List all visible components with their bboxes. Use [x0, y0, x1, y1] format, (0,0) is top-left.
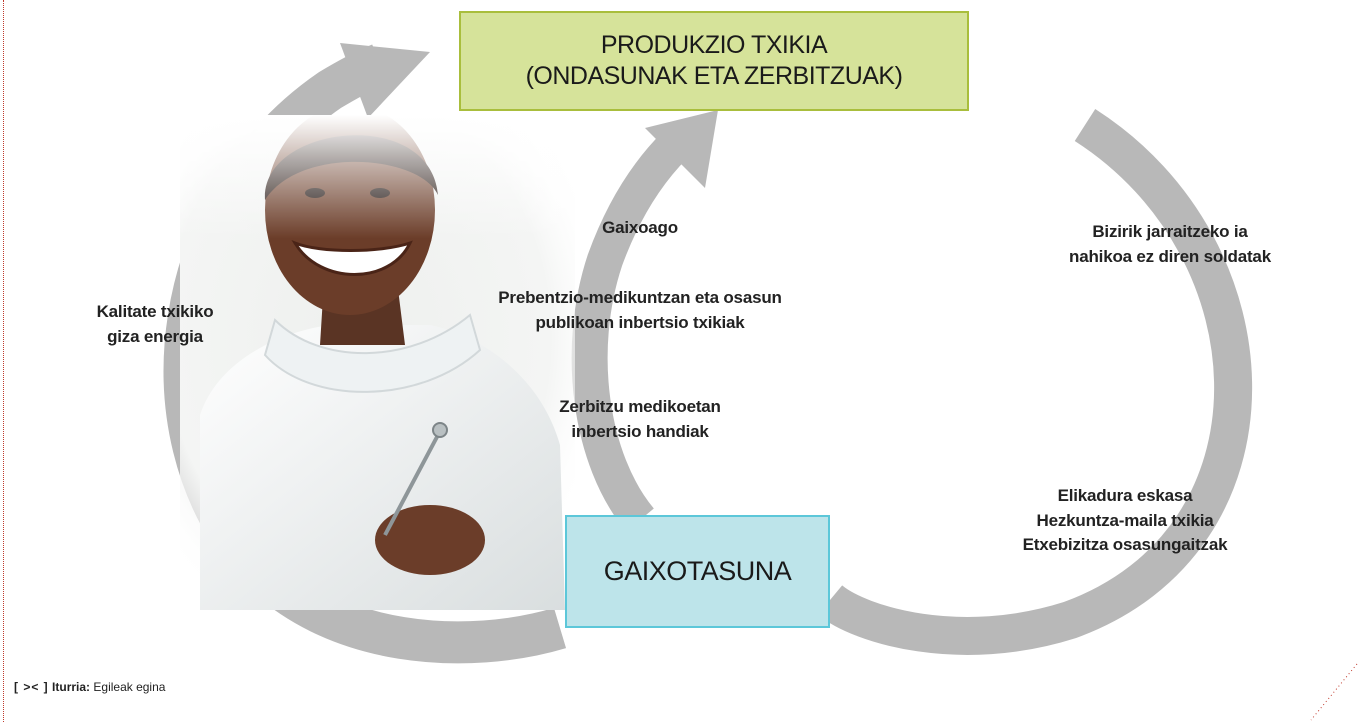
label-low-quality-energy: Kalitate txikiko giza energia	[60, 300, 250, 349]
label-line: publikoan inbertsio txikiak	[535, 312, 745, 332]
production-box: PRODUKZIO TXIKIA (ONDASUNAK ETA ZERBITZU…	[459, 11, 969, 111]
source-note: [ >< ] Iturria: Egileak egina	[14, 680, 165, 694]
label-poor-conditions: Elikadura eskasa Hezkuntza-maila txikia …	[990, 484, 1260, 558]
label-line: Zerbitzu medikoetan	[559, 397, 721, 416]
label-line: nahikoa ez diren soldatak	[1069, 246, 1271, 266]
smiling-health-worker-photo	[180, 115, 575, 610]
left-loop-arrowhead	[340, 43, 430, 118]
production-box-line-1: PRODUKZIO TXIKIA	[600, 30, 828, 59]
corner-decoration	[1310, 663, 1358, 721]
label-line: Gaixoago	[602, 218, 678, 237]
label-line: giza energia	[107, 326, 203, 346]
label-low-wages: Bizirik jarraitzeko ia nahikoa ez diren …	[1040, 220, 1300, 269]
inner-loop-arrow	[571, 132, 688, 532]
brackets-icon: [ >< ]	[14, 680, 49, 694]
inner-loop-arrowhead	[645, 110, 718, 188]
label-line: Prebentzio-medikuntzan eta osasun	[498, 288, 782, 307]
production-box-line-2: (ONDASUNAK ETA ZERBITZUAK)	[525, 62, 903, 90]
source-label: Iturria:	[52, 680, 91, 694]
source-text: Egileak egina	[93, 680, 166, 694]
label-line: Kalitate txikiko	[96, 302, 214, 321]
label-line: Etxebizitza osasungaitzak	[1022, 535, 1228, 555]
right-loop-arrow	[817, 109, 1253, 655]
left-dotted-border	[3, 0, 4, 722]
label-line: inbertsio handiak	[571, 421, 709, 441]
label-line: Hezkuntza-maila txikia	[1036, 510, 1214, 530]
label-low-prevention-investment: Prebentzio-medikuntzan eta osasun publik…	[440, 286, 840, 335]
label-sicker: Gaixoago	[540, 216, 740, 241]
label-line: Bizirik jarraitzeko ia	[1092, 222, 1248, 241]
disease-box: GAIXOTASUNA	[565, 515, 830, 628]
label-high-medical-investment: Zerbitzu medikoetan inbertsio handiak	[520, 395, 760, 444]
label-line: Elikadura eskasa	[1057, 486, 1193, 505]
disease-box-label: GAIXOTASUNA	[603, 555, 792, 586]
